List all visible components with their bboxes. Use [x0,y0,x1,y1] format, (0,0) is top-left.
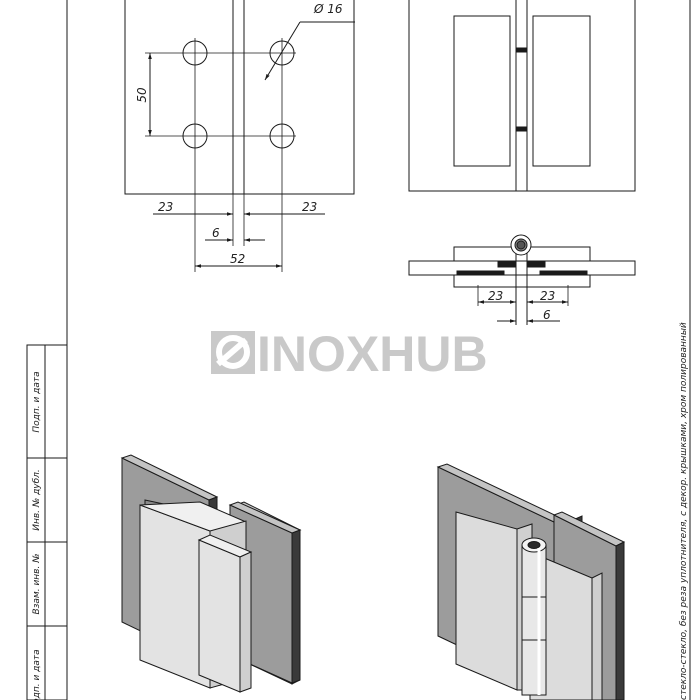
title-block-strip: Подп. и дата Инв. № дубл. Взам. инв. № П… [26,344,68,700]
title-field-replace-inv: Взам. инв. № [32,553,42,614]
watermark-text: INOXHUB [257,326,488,382]
iso-view-hinge-with-barrel [436,463,626,700]
dim-hole-spacing-vertical: 50 [135,87,149,103]
dim-top-left-offset: 23 [488,289,503,303]
dim-right-offset: 23 [302,200,317,214]
dim-hole-diameter: Ø 16 [313,2,343,16]
title-field-sign-date-2: Подп. и дата [32,649,42,700]
top-section-view [408,234,636,325]
title-field-inv-dup: Инв. № дубл. [32,469,42,531]
side-note: стекло-стекло, без реза уплотнителя, с д… [679,322,689,700]
inoxhub-logo: INOXHUB [211,326,488,382]
dim-top-right-offset: 23 [540,289,555,303]
dim-left-offset: 23 [158,200,173,214]
dim-top-gap: 6 [543,308,551,322]
dim-gap: 6 [212,226,220,240]
dim-hole-spacing-horizontal: 52 [230,252,245,266]
side-view [408,0,636,192]
title-field-sign-date: Подп. и дата [32,371,42,432]
front-view [124,0,355,272]
iso-view-plain-hinge [120,454,302,693]
